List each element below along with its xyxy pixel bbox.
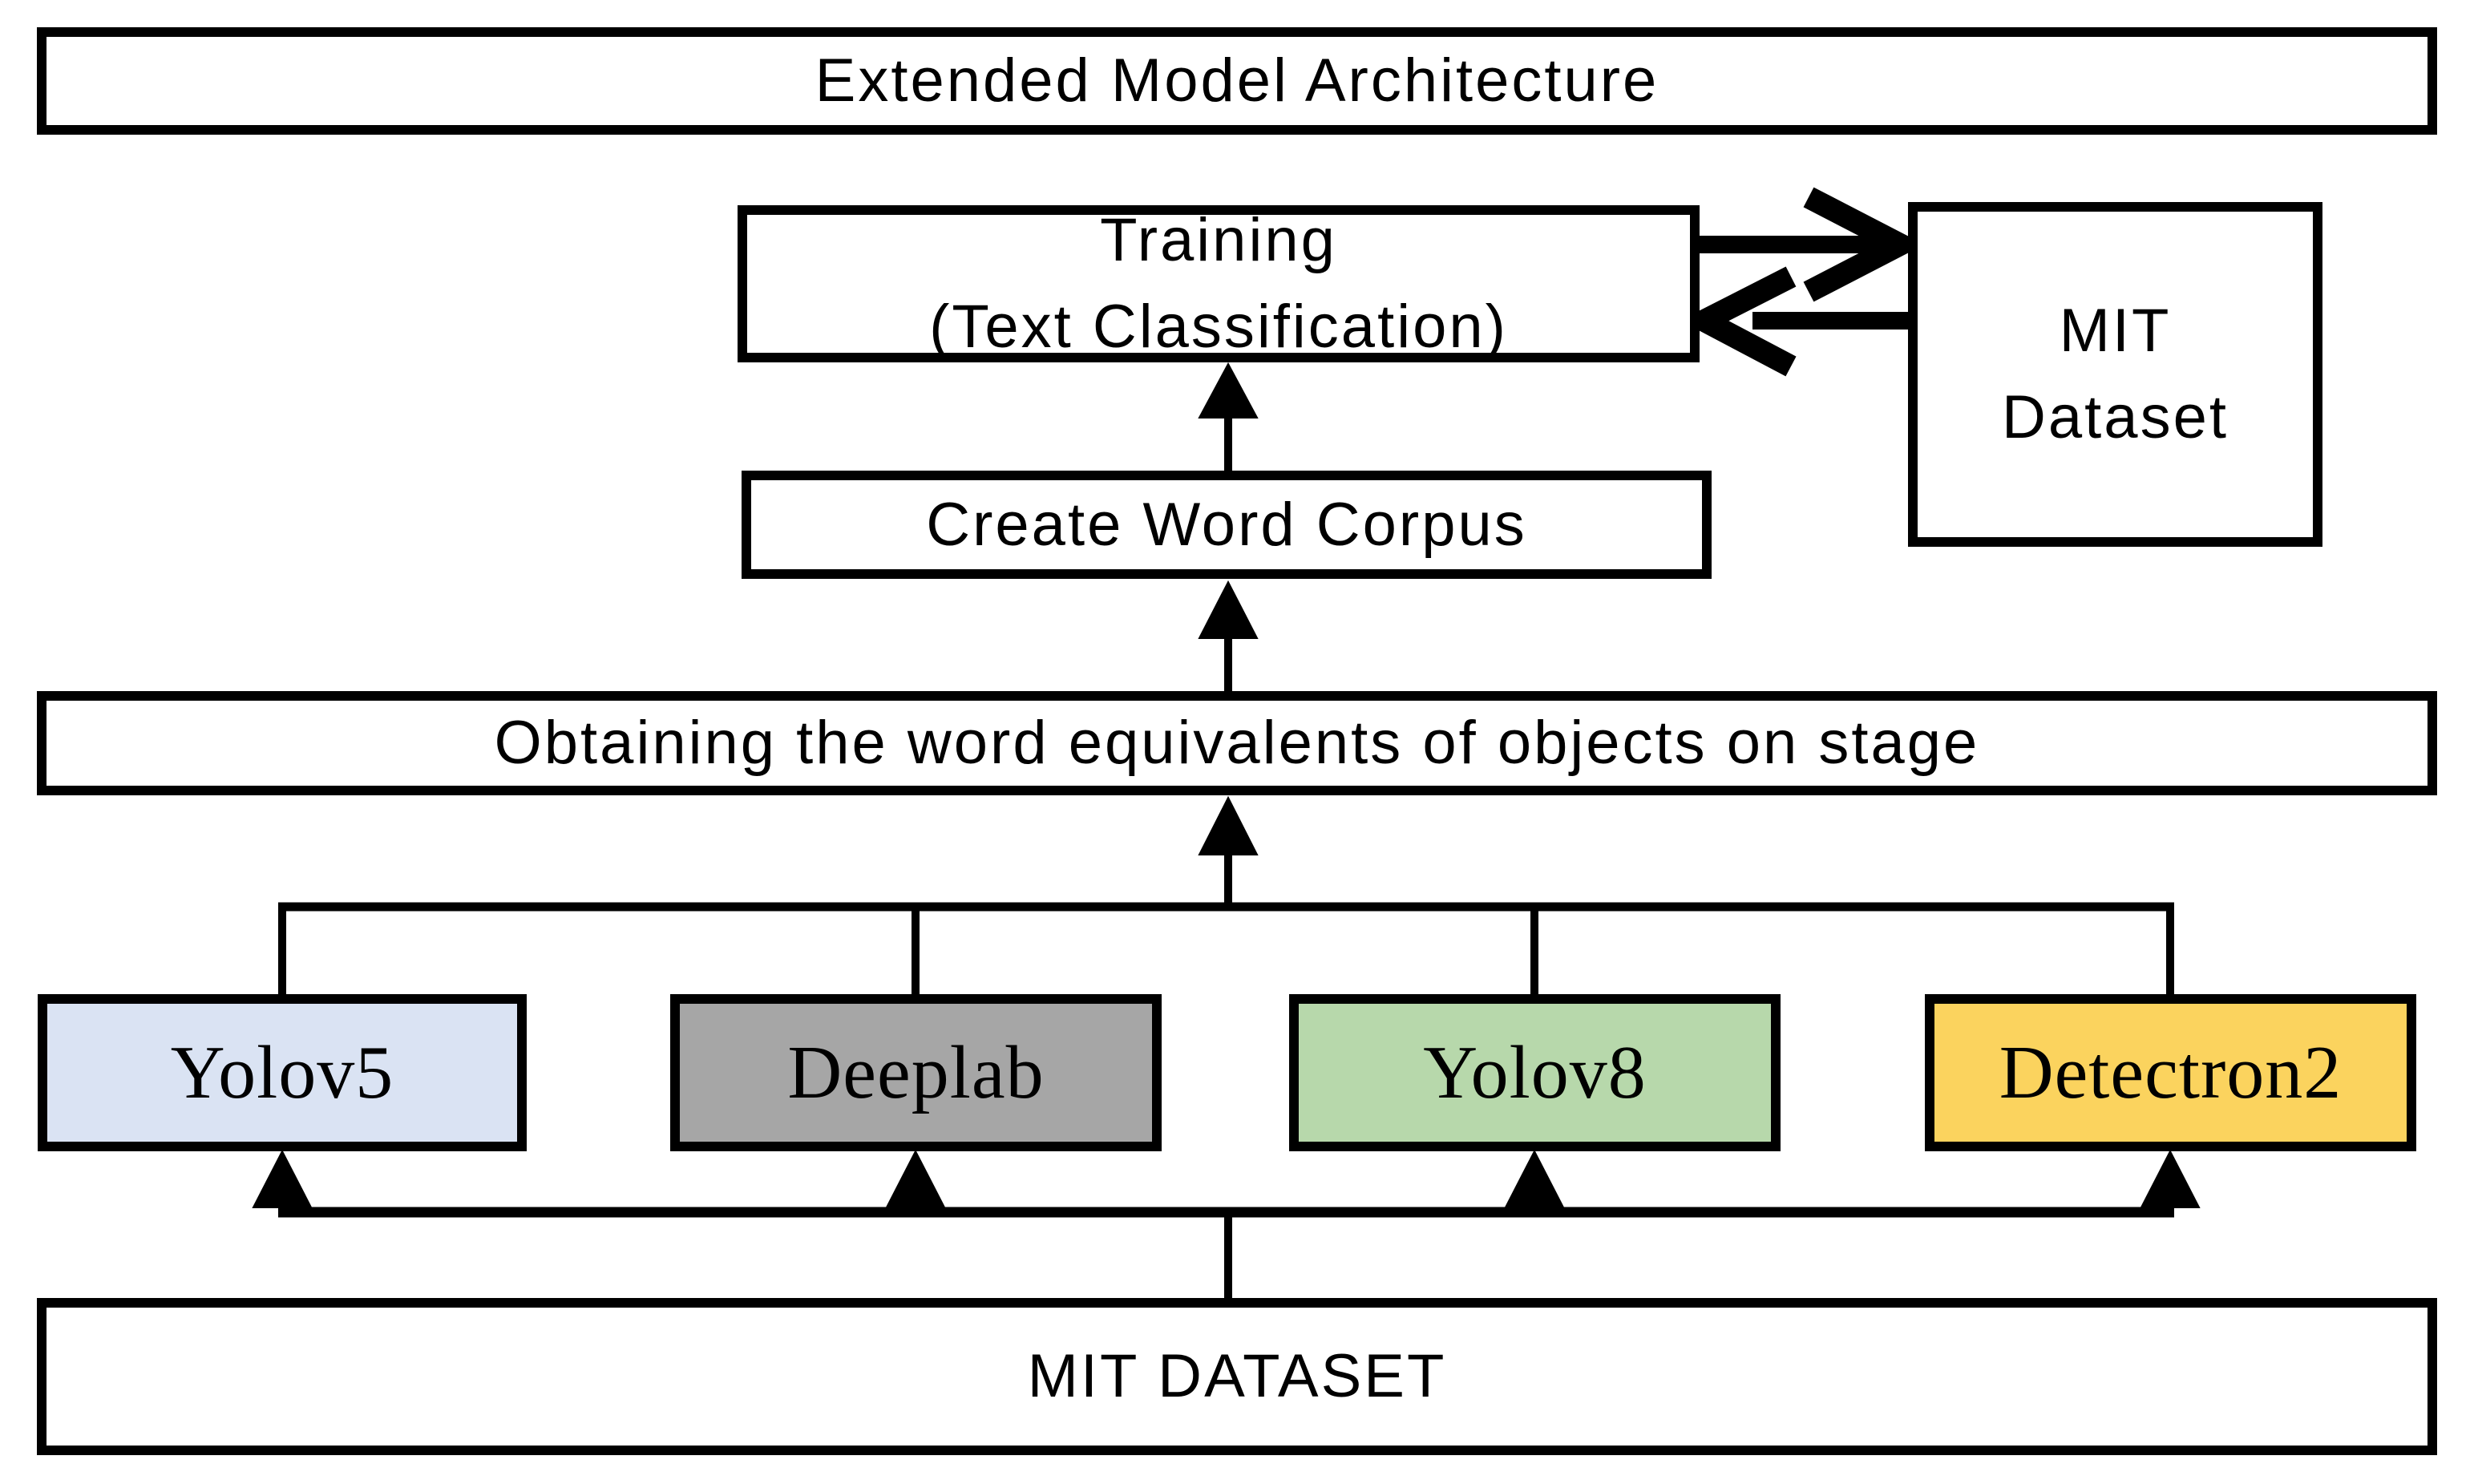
- connector-dataset-to-models: [252, 1149, 2201, 1300]
- create-word-corpus-box: Create Word Corpus: [742, 471, 1712, 579]
- connector-models-to-obtaining: [278, 795, 2174, 997]
- training-box: Training (Text Classification): [738, 205, 1700, 362]
- model-label-yolov8: Yolov8: [1423, 1030, 1647, 1114]
- model-box-detectron2: Detectron2: [1925, 994, 2416, 1151]
- arrow-training-to-mit: [1696, 187, 1925, 302]
- mit-dataset-bottom-text: MIT DATASET: [1027, 1342, 1447, 1411]
- model-box-yolov5: Yolov5: [38, 994, 527, 1151]
- mit-side-line1: MIT: [2059, 297, 2172, 366]
- title-text: Extended Model Architecture: [815, 47, 1659, 115]
- title-box: Extended Model Architecture: [37, 27, 2437, 135]
- mit-dataset-side-box: MIT Dataset: [1908, 202, 2322, 547]
- create-word-corpus-text: Create Word Corpus: [926, 490, 1527, 559]
- arrow-obtaining-to-cwc: [1198, 580, 1259, 693]
- model-box-deeplab: Deeplab: [670, 994, 1162, 1151]
- mit-side-line2: Dataset: [2002, 383, 2229, 451]
- obtaining-box: Obtaining the word equivalents of object…: [37, 691, 2437, 795]
- training-line2: (Text Classification): [929, 293, 1508, 361]
- obtaining-text: Obtaining the word equivalents of object…: [494, 709, 1980, 778]
- model-box-yolov8: Yolov8: [1289, 994, 1781, 1151]
- model-label-deeplab: Deeplab: [787, 1030, 1045, 1114]
- model-label-yolov5: Yolov5: [170, 1030, 394, 1114]
- model-label-detectron2: Detectron2: [1999, 1030, 2343, 1114]
- training-line1: Training: [1100, 206, 1337, 275]
- arrow-cwc-to-training: [1198, 362, 1259, 475]
- mit-dataset-bottom-box: MIT DATASET: [37, 1298, 2437, 1455]
- arrow-mit-to-training: [1680, 266, 1910, 377]
